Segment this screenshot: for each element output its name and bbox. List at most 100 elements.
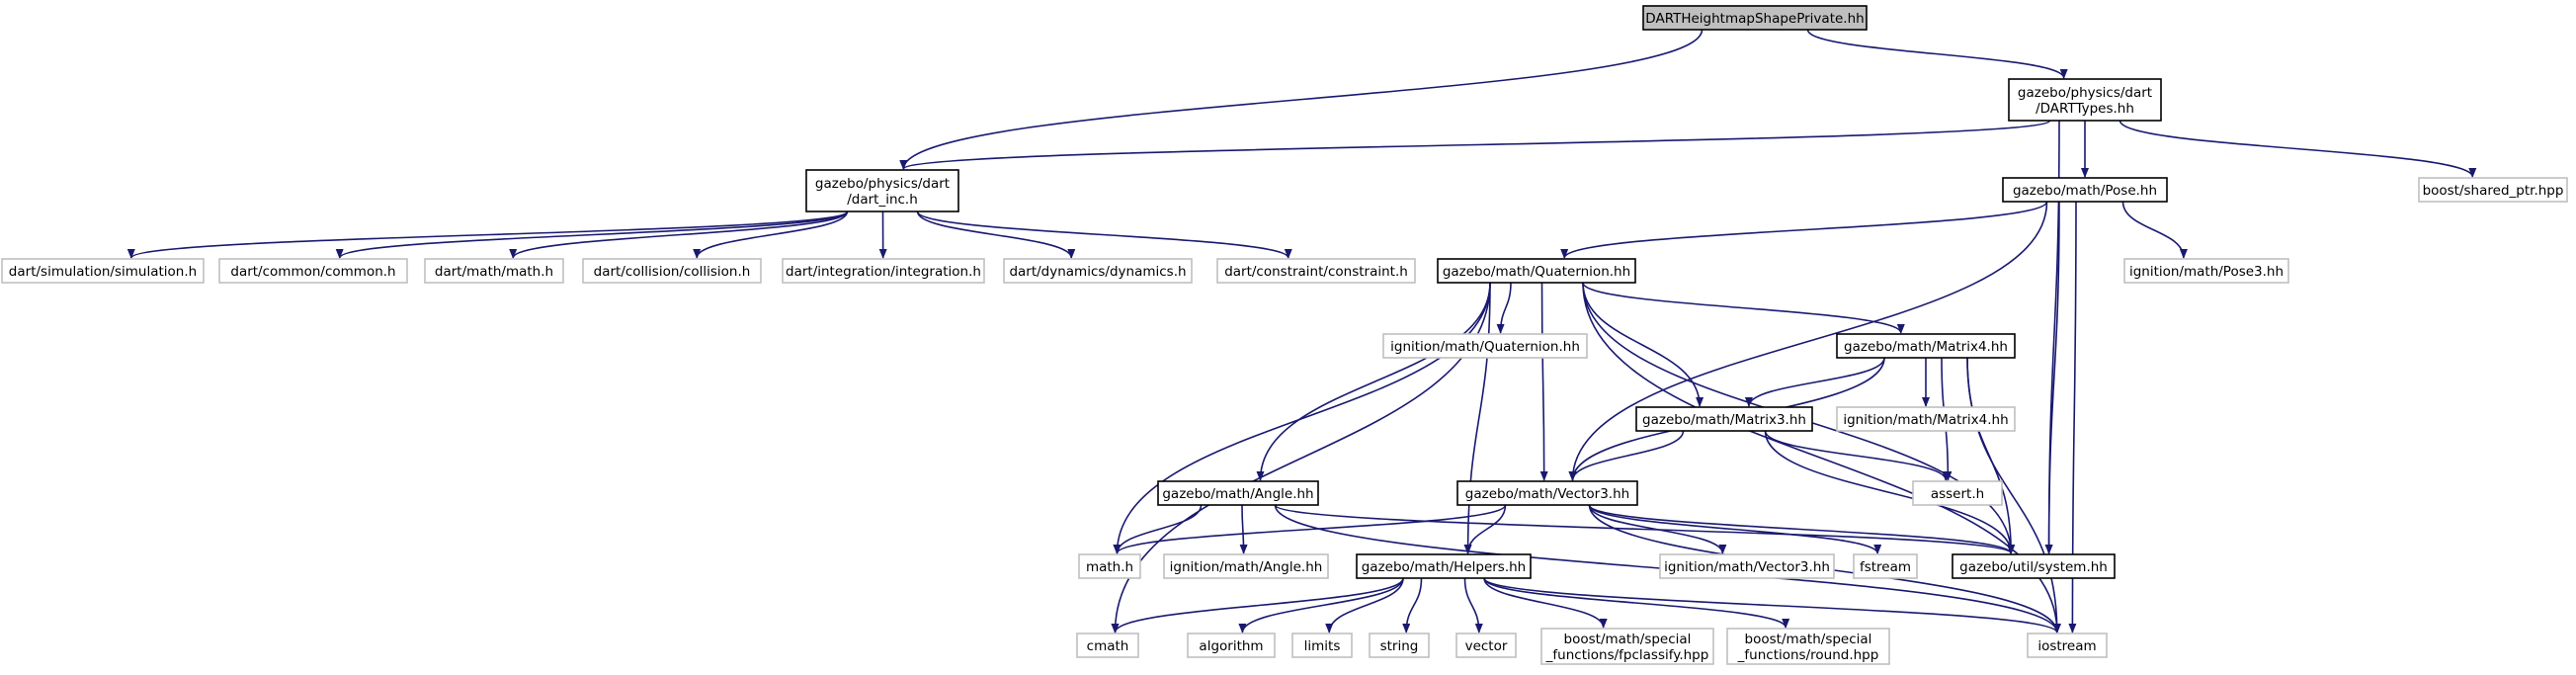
node-box [1216, 258, 1416, 284]
node-boost-shared-ptr-hpp: boost/shared_ptr.hpp [2418, 177, 2568, 203]
node-gazebo-math-vector3-hh[interactable]: gazebo/math/Vector3.hh [1456, 480, 1638, 506]
edge-quaternion-to-helpers [1463, 282, 1491, 554]
node-fstream: fstream [1853, 553, 1918, 579]
node-gazebo-math-matrix3-hh[interactable]: gazebo/math/Matrix3.hh [1635, 406, 1813, 432]
edge-quaternion-to-matrix3 [1582, 282, 1704, 407]
node-label: ignition/math/Angle.hh [1170, 559, 1323, 575]
edge-helpers-to-limits [1325, 577, 1404, 633]
edge-arrow [1483, 577, 2061, 633]
node-label: string [1380, 638, 1419, 654]
node-label: math.h [1086, 559, 1133, 575]
edge-vector3-to-ign_vector3 [1588, 504, 1727, 554]
node-dartheightmapshapeprivate-hh[interactable]: DARTHeightmapShapePrivate.hh [1642, 5, 1868, 31]
edge-arrow [1560, 201, 2048, 259]
edge-arrow [1582, 282, 1704, 407]
node-gazebo-util-system-hh[interactable]: gazebo/util/system.hh [1952, 553, 2116, 579]
edge-arrow [1496, 282, 1512, 334]
node-box [1455, 633, 1517, 658]
edge-arrow [1539, 282, 1548, 481]
node-box [1, 258, 205, 284]
edge-arrow [1463, 577, 1483, 633]
node-label: algorithm [1199, 638, 1263, 654]
edge-vector3-to-fstream [1588, 504, 1882, 554]
node-label: boost/math/special [1745, 632, 1872, 647]
node-gazebo-math-helpers-hh[interactable]: gazebo/math/Helpers.hh [1356, 553, 1532, 579]
node-gazebo-math-pose-hh[interactable]: gazebo/math/Pose.hh [2002, 177, 2168, 203]
edge-helpers-to-string [1402, 577, 1423, 633]
node-iostream: iostream [2027, 633, 2108, 658]
node-vector: vector [1455, 633, 1517, 658]
node-ignition-math-pose3-hh: ignition/math/Pose3.hh [2123, 258, 2289, 284]
node-label: dart/constraint/constraint.h [1224, 264, 1408, 280]
node-label: DARTHeightmapShapePrivate.hh [1645, 11, 1864, 27]
edge-arrow [2121, 201, 2188, 259]
edge-arrow [1113, 504, 1507, 554]
edge-arrow [1483, 577, 1790, 629]
node-boost-math-special-functions-round-hpp: boost/math/special_functions/round.hpp [1726, 628, 1890, 665]
node-ignition-math-angle-hh: ignition/math/Angle.hh [1163, 553, 1329, 579]
edge-arrow [335, 211, 849, 259]
node-label: dart/integration/integration.h [786, 264, 981, 280]
node-gazebo-physics-dart-dart-inc-h[interactable]: gazebo/physics/dart/dart_inc.h [805, 169, 959, 212]
edge-helpers-to-fpclassify [1483, 577, 1608, 629]
node-gazebo-math-matrix4-hh[interactable]: gazebo/math/Matrix4.hh [1836, 333, 2016, 359]
edge-arrow [899, 29, 1703, 170]
node-box [1726, 628, 1890, 665]
node-label: ignition/math/Quaternion.hh [1390, 339, 1580, 355]
edge-arrow [693, 211, 849, 259]
node-assert-h: assert.h [1912, 480, 2003, 506]
edge-arrow [1588, 504, 1882, 554]
edge-matrix4-to-iostream [1966, 357, 2061, 633]
node-gazebo-physics-dart-darttypes-hh[interactable]: gazebo/physics/dart/DARTTypes.hh [2008, 78, 2162, 122]
edge-arrow [1463, 282, 1491, 554]
edge-matrix3-to-vector3 [1568, 430, 1685, 481]
edge-arrow [916, 211, 1076, 259]
node-box [2027, 633, 2108, 658]
edge-helpers-to-round [1483, 577, 1790, 629]
node-label: assert.h [1931, 486, 1984, 502]
node-dart-constraint-constraint-h: dart/constraint/constraint.h [1216, 258, 1416, 284]
node-layer: DARTHeightmapShapePrivate.hh gazebo/physi… [1, 5, 2568, 665]
node-label: gazebo/physics/dart [2018, 85, 2152, 101]
node-cmath: cmath [1076, 633, 1139, 658]
node-label: dart/simulation/simulation.h [9, 264, 197, 280]
edge-dartinc-to-simulation [127, 211, 849, 259]
node-label: ignition/math/Vector3.hh [1664, 559, 1830, 575]
edge-arrow [1483, 577, 1608, 629]
node-label: gazebo/math/Matrix3.hh [1642, 412, 1806, 428]
node-box [805, 169, 959, 212]
edge-arrow [1463, 504, 1507, 554]
node-label: boost/shared_ptr.hpp [2423, 183, 2564, 199]
node-box [1356, 553, 1532, 579]
edge-arrow [1402, 577, 1423, 633]
node-box [1163, 553, 1329, 579]
node-dart-math-math-h: dart/math/math.h [424, 258, 564, 284]
node-box [2123, 258, 2289, 284]
edge-quaternion-to-vector3 [1539, 282, 1548, 481]
edge-helpers-to-algorithm [1238, 577, 1404, 633]
edge-pose-to-pose3 [2121, 201, 2188, 259]
edge-dartinc-to-constraint [916, 211, 1292, 259]
edge-arrow [1113, 282, 1491, 554]
node-gazebo-math-quaternion-hh[interactable]: gazebo/math/Quaternion.hh [1437, 258, 1636, 284]
node-gazebo-math-angle-hh[interactable]: gazebo/math/Angle.hh [1157, 480, 1319, 506]
node-box [1003, 258, 1193, 284]
edge-quaternion-to-matrix4 [1582, 282, 1905, 334]
node-box [2418, 177, 2568, 203]
edge-arrow [1764, 430, 1951, 481]
node-box [424, 258, 564, 284]
edge-arrow [1806, 29, 2068, 79]
node-box [218, 258, 408, 284]
node-label: /DARTTypes.hh [2036, 101, 2134, 117]
node-box [1382, 333, 1588, 359]
node-label: gazebo/physics/dart [815, 176, 950, 192]
node-box [1540, 628, 1714, 665]
node-label: _functions/fpclassify.hpp [1545, 647, 1709, 663]
edge-root-to-dartinc [899, 29, 1703, 170]
node-box [1642, 5, 1868, 31]
edge-arrow [899, 120, 2051, 170]
edge-pose-to-quaternion [1560, 201, 2048, 259]
edge-arrow [1744, 357, 1885, 407]
node-label: iostream [2037, 638, 2096, 654]
node-label: gazebo/math/Matrix4.hh [1844, 339, 2008, 355]
